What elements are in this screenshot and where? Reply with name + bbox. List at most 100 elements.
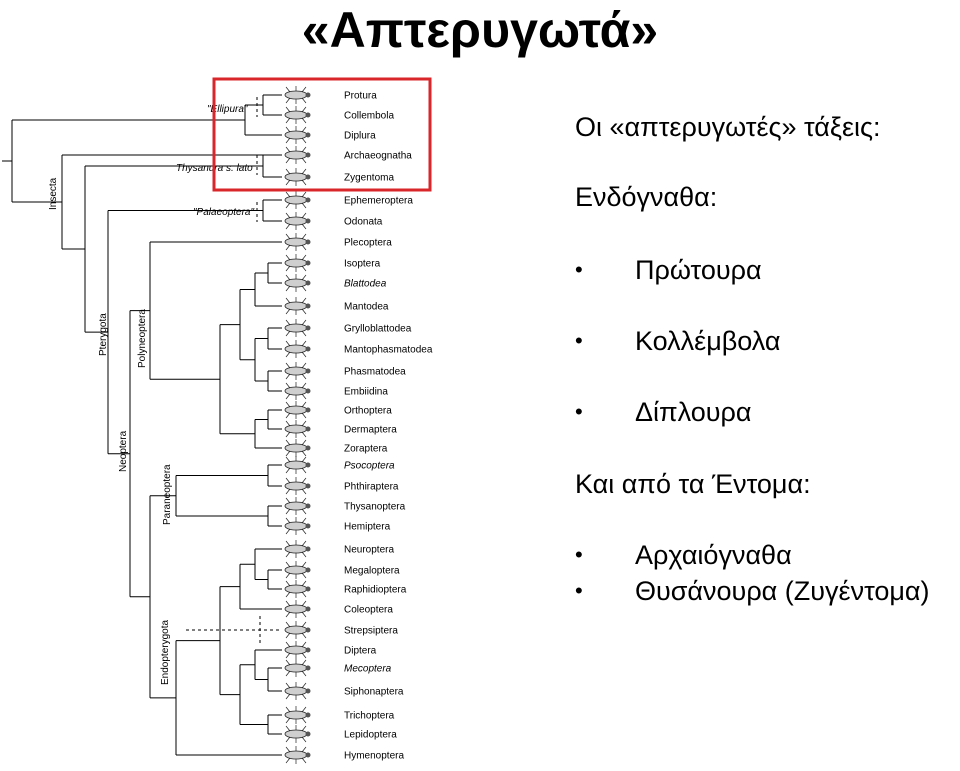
list-item-label: Πρώτουρα	[635, 255, 762, 285]
insect-body	[284, 686, 308, 696]
insect-legs	[285, 86, 307, 104]
insect-body	[284, 729, 308, 739]
insect-body	[284, 386, 308, 396]
taxon-label: Strepsiptera	[344, 626, 398, 637]
insect-icon	[284, 362, 311, 380]
insect-head	[305, 260, 311, 266]
taxon-label: Neuroptera	[344, 545, 394, 556]
insect-head	[305, 92, 311, 98]
insect-head	[305, 647, 311, 653]
heading-entognatha: Ενδόγναθα:	[575, 182, 718, 212]
taxon-label: Dermaptera	[344, 425, 397, 436]
insect-icon	[284, 439, 311, 457]
taxon-label: Phasmatodea	[344, 367, 406, 378]
insect-icon	[284, 456, 311, 474]
insect-body	[284, 710, 308, 720]
taxon-label: Zoraptera	[344, 444, 388, 455]
insect-legs	[285, 126, 307, 144]
insect-body	[284, 424, 308, 434]
insect-icon	[284, 168, 311, 186]
insect-legs	[285, 233, 307, 251]
highlight-box	[212, 77, 432, 192]
insect-legs	[285, 659, 307, 677]
taxon-label: Ephemeroptera	[344, 196, 413, 207]
insect-legs	[285, 561, 307, 579]
insect-body	[284, 501, 308, 511]
insect-icon	[284, 340, 311, 358]
taxon-label: Lepidoptera	[344, 730, 397, 741]
insect-head	[305, 368, 311, 374]
insect-body	[284, 645, 308, 655]
insect-legs	[285, 621, 307, 639]
taxon-label: Isoptera	[344, 259, 381, 270]
insect-legs	[285, 706, 307, 724]
insect-icon	[284, 274, 311, 292]
insect-body	[284, 750, 308, 760]
insect-icon	[284, 706, 311, 724]
insect-icon	[284, 254, 311, 272]
insect-legs	[285, 362, 307, 380]
insect-legs	[285, 382, 307, 400]
taxon-label: Mantophasmatodea	[344, 345, 433, 356]
insect-legs	[285, 682, 307, 700]
insect-head	[305, 132, 311, 138]
taxon-label: Orthoptera	[344, 406, 392, 417]
neoptera-label: Neoptera	[118, 430, 129, 472]
list-item-label: Δίπλουρα	[635, 397, 752, 427]
taxon-label: Mantodea	[344, 302, 389, 313]
insect-icon	[284, 682, 311, 700]
insect-icon	[284, 146, 311, 164]
bullet-icon: •	[575, 578, 583, 603]
insect-legs	[285, 254, 307, 272]
insect-icon	[284, 297, 311, 315]
insect-head	[305, 712, 311, 718]
insect-body	[284, 584, 308, 594]
insect-body	[284, 405, 308, 415]
insect-icon	[284, 600, 311, 618]
insect-icon	[284, 126, 311, 144]
insect-icon	[284, 86, 311, 104]
insect-body	[284, 172, 308, 182]
insect-head	[305, 483, 311, 489]
insect-legs	[285, 146, 307, 164]
insect-head	[305, 567, 311, 573]
insect-icon	[284, 540, 311, 558]
insect-icon	[284, 212, 311, 230]
insect-head	[305, 462, 311, 468]
insect-head	[305, 426, 311, 432]
list-item: • Πρώτουρα	[575, 253, 960, 287]
insect-legs	[285, 725, 307, 743]
insect-head	[305, 546, 311, 552]
bullet-icon: •	[575, 328, 583, 353]
insect-body	[284, 323, 308, 333]
insect-legs	[285, 212, 307, 230]
insect-head	[305, 325, 311, 331]
taxon-label: Psocoptera	[344, 461, 395, 472]
list-item: • Δίπλουρα	[575, 395, 960, 429]
palaeoptera-label: "Palaeoptera"	[193, 207, 254, 218]
taxon-label: Diplura	[344, 131, 376, 142]
insect-legs	[285, 191, 307, 209]
insect-head	[305, 586, 311, 592]
pterygota-label: Pterygota	[98, 313, 109, 356]
insect-icon	[284, 621, 311, 639]
paraneoptera-label: Paraneoptera	[162, 464, 173, 525]
insect-body	[284, 663, 308, 673]
insect-body	[284, 110, 308, 120]
insect-icon	[284, 477, 311, 495]
insect-legs	[285, 340, 307, 358]
insect-legs	[285, 746, 307, 764]
insect-body	[284, 544, 308, 554]
insect-icon	[284, 725, 311, 743]
insect-icon	[284, 746, 311, 764]
heading-insecta: Και από τα Έντομα:	[575, 469, 811, 499]
tree-branches	[2, 94, 282, 756]
insect-icon	[284, 497, 311, 515]
insect-body	[284, 90, 308, 100]
insect-head	[305, 445, 311, 451]
insect-body	[284, 625, 308, 635]
insect-body	[284, 604, 308, 614]
taxon-label: Plecoptera	[344, 238, 392, 249]
insect-head	[305, 152, 311, 158]
insect-icon	[284, 106, 311, 124]
